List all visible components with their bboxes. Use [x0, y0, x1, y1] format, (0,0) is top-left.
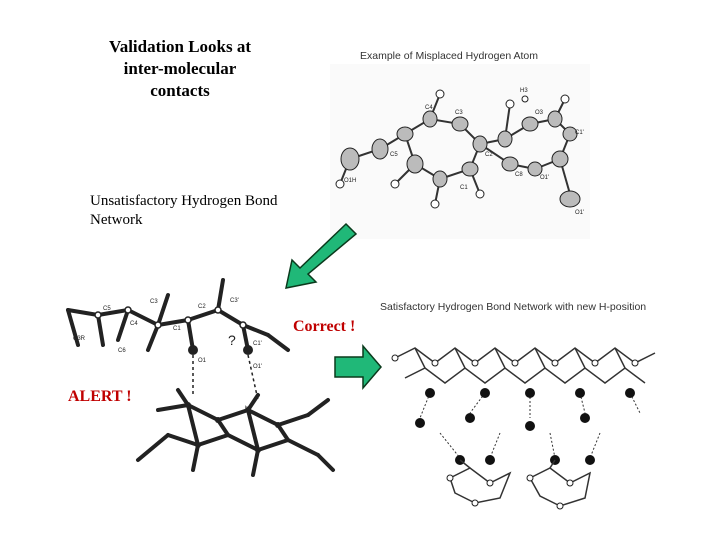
title-text: Validation Looks at inter-molecular cont… — [108, 37, 252, 100]
svg-text:C3': C3' — [230, 298, 239, 304]
svg-text:C5: C5 — [390, 152, 398, 158]
unsatisfactory-text: Unsatisfactory Hydrogen Bond Network — [90, 193, 278, 228]
slide-title: Validation Looks at inter-molecular cont… — [70, 36, 290, 102]
svg-text:O1H: O1H — [344, 178, 356, 184]
svg-text:C8: C8 — [515, 172, 523, 178]
svg-text:C3R: C3R — [73, 336, 86, 342]
satisfactory-caption: Satisfactory Hydrogen Bond Network with … — [380, 301, 647, 313]
svg-text:C1': C1' — [253, 341, 262, 347]
question-mark: ? — [228, 332, 236, 348]
svg-text:C6: C6 — [118, 348, 126, 354]
diagonal-arrow-icon — [285, 222, 358, 289]
svg-text:O1': O1' — [253, 364, 262, 370]
svg-text:C4: C4 — [425, 105, 433, 111]
svg-text:O1: O1 — [198, 358, 207, 364]
satisfactory-network-figure — [391, 347, 656, 510]
svg-text:C5: C5 — [103, 306, 111, 312]
misplaced-caption: Example of Misplaced Hydrogen Atom — [360, 50, 539, 62]
svg-text:O1': O1' — [540, 175, 549, 181]
right-arrow-icon — [334, 343, 382, 391]
svg-text:C3: C3 — [150, 299, 158, 305]
svg-text:H3: H3 — [520, 88, 528, 94]
svg-text:C1': C1' — [575, 130, 584, 136]
alert-label: ALERT ! — [68, 388, 132, 405]
svg-text:b: b — [245, 406, 249, 412]
correct-label: Correct ! — [293, 318, 356, 335]
svg-text:O3: O3 — [535, 110, 544, 116]
svg-text:O1': O1' — [575, 210, 584, 216]
svg-text:C1: C1 — [173, 326, 181, 332]
svg-text:C4: C4 — [130, 321, 138, 327]
svg-text:C3: C3 — [455, 110, 463, 116]
unsatisfactory-hbond-label: Unsatisfactory Hydrogen Bond Network — [90, 192, 300, 230]
svg-text:C2: C2 — [485, 152, 493, 158]
svg-text:C2: C2 — [198, 304, 206, 310]
svg-text:C1: C1 — [460, 185, 468, 191]
